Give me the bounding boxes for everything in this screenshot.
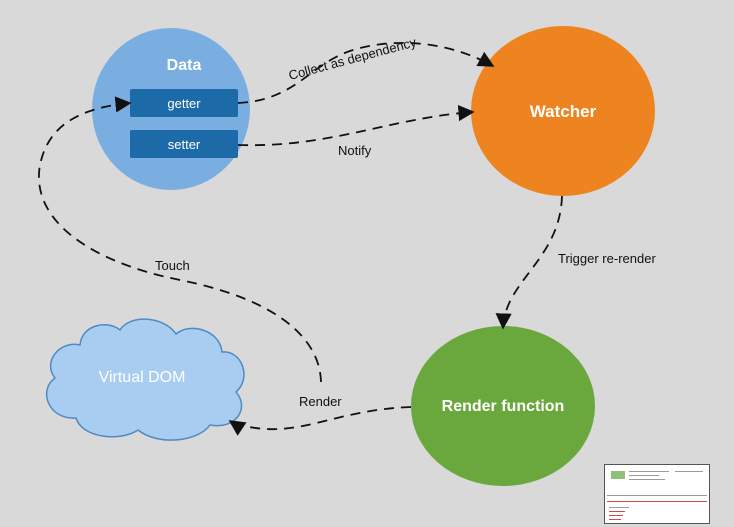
virtual-dom-title: Virtual DOM [99,369,186,386]
edge-label-touch: Touch [155,258,190,273]
getter-box [130,89,238,117]
edge-notify [237,104,475,147]
setter-label: setter [168,137,201,152]
edge-collect-dependency [237,41,495,104]
thumbnail-line [609,511,625,512]
thumbnail-line [629,479,665,480]
thumbnail-line [609,507,629,508]
edge-render [228,406,412,436]
watcher-node-title: Watcher [530,102,597,121]
edge-label-render: Render [299,394,342,409]
thumbnail-line [607,501,707,502]
setter-box [130,130,238,158]
edge-label-notify: Notify [338,143,372,158]
screenshot-thumbnail [604,464,710,524]
render-function-node-title: Render function [442,398,565,415]
getter-label: getter [167,96,201,111]
edge-trigger-rerender [495,195,563,330]
thumbnail-line [675,471,703,472]
edge-touch [38,96,322,383]
thumbnail-line [629,475,659,476]
thumbnail-line [629,471,669,472]
thumbnail-line [609,515,623,516]
edge-label-trigger: Trigger re-render [558,251,656,266]
thumbnail-line [609,519,621,520]
data-node-title: Data [167,57,202,74]
watcher-node [471,26,655,196]
edge-label-collect: Collect as dependency [287,34,418,83]
thumbnail-line [607,495,707,496]
thumbnail-preview-block [611,471,625,479]
render-function-node [411,326,595,486]
